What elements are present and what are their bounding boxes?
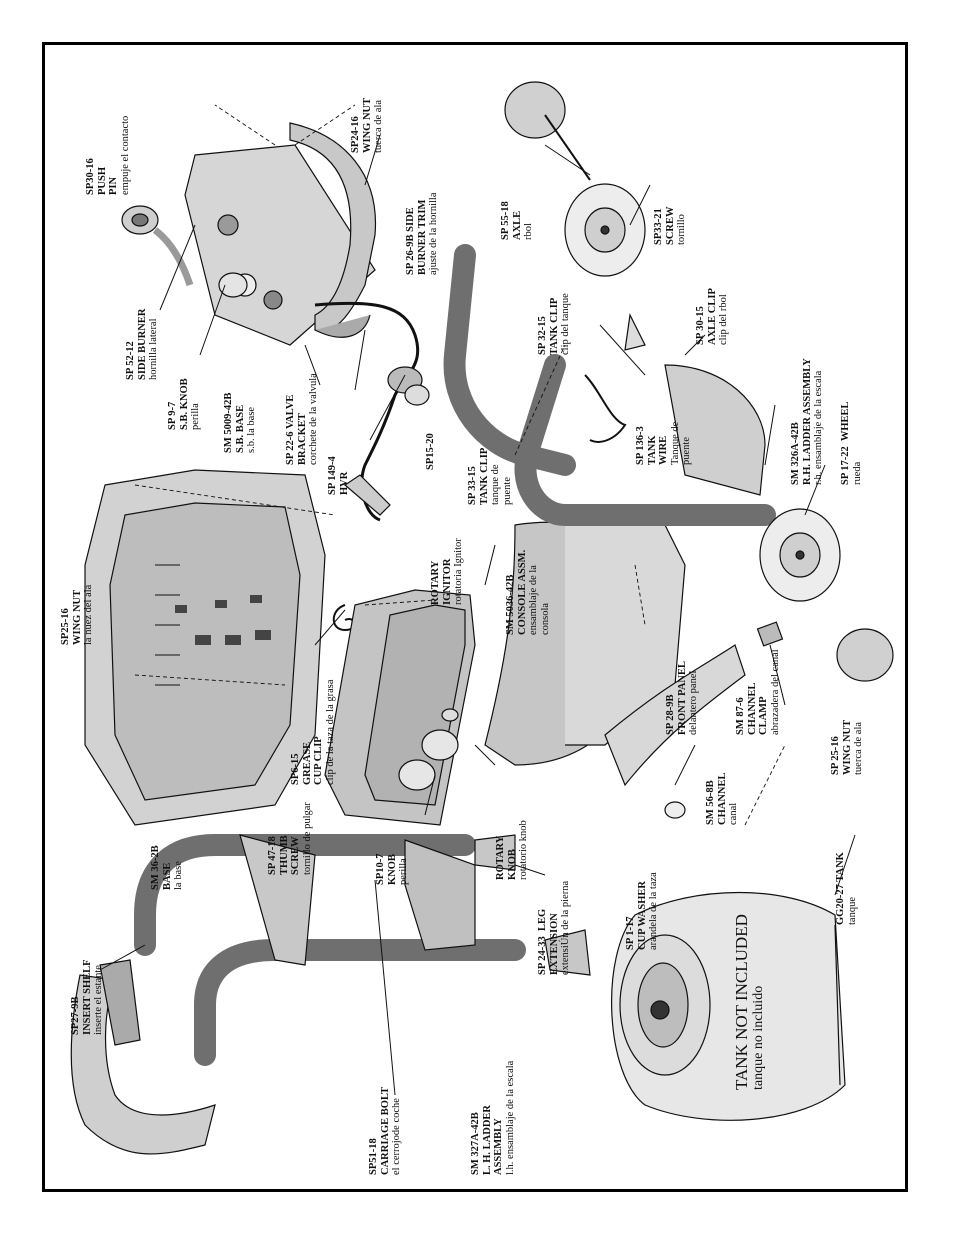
- leg-extensions: [474, 834, 591, 976]
- console-assembly: [324, 589, 476, 826]
- side-burner-trim: [289, 122, 377, 338]
- front-panel: [484, 514, 686, 766]
- insert-shelf: [70, 959, 216, 1155]
- wheel-bottom: [759, 508, 841, 602]
- regulator: [387, 366, 430, 406]
- channel-clamp: [756, 621, 784, 647]
- rotary-knobs: [398, 708, 459, 791]
- sb-knob: [218, 272, 248, 298]
- hubcap-top: [504, 81, 566, 139]
- label-sp15-20: SP15-20: [425, 433, 436, 470]
- wheel-top: [564, 183, 646, 277]
- axle-top: [544, 114, 591, 181]
- lh-ladder-assembly: [134, 834, 526, 1066]
- propane-tank: [611, 891, 846, 1121]
- side-burner: [121, 205, 194, 287]
- label-sm5036: SM 5036-42B CONSOLE ASSM.ensamblaje de l…: [505, 549, 551, 635]
- exploded-parts-diagram: [70, 81, 894, 1155]
- channel: [604, 644, 746, 787]
- cup-washer: [664, 801, 686, 819]
- hvr-valve: [344, 474, 391, 516]
- label-sp149-4: SP 149-4 HVR: [327, 456, 350, 495]
- hubcap-bottom: [836, 628, 894, 682]
- grill-base: [84, 469, 326, 826]
- tank-wire: [584, 374, 627, 443]
- rh-ladder-assembly: [443, 244, 776, 526]
- tank-clip: [624, 313, 646, 351]
